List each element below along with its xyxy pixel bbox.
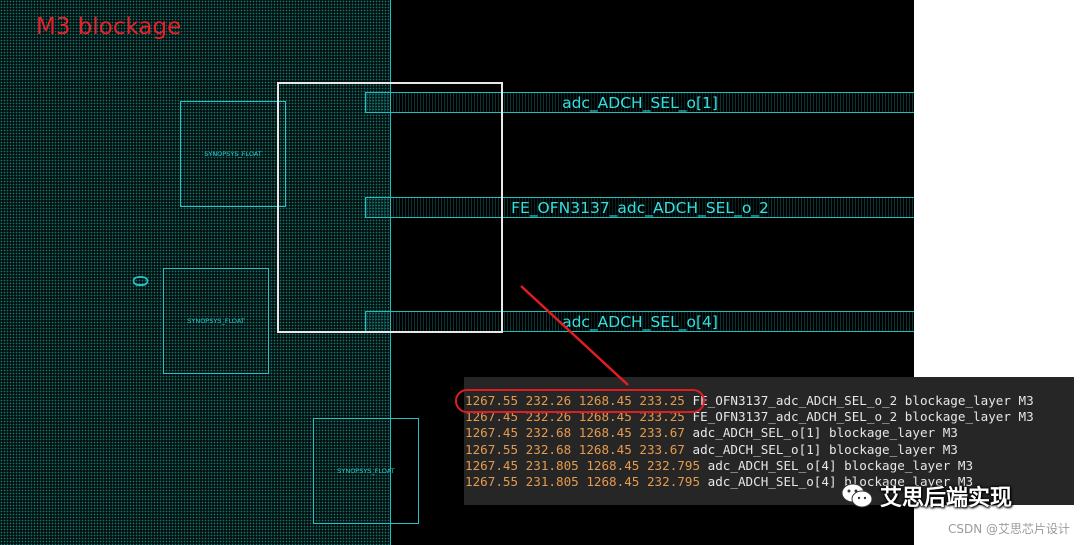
- float-cell-3[interactable]: SYNOPSYS_FLOAT: [313, 418, 419, 524]
- watermark-text: 艾思后端实现: [880, 486, 1013, 511]
- console-line: 1267.45 231.805 1268.45 232.795 adc_ADCH…: [465, 457, 974, 473]
- rotated-pin-label: 0: [128, 274, 152, 288]
- net-label: adc_ADCH_SEL_o[4]: [560, 312, 720, 331]
- cell-label: SYNOPSYS_FLOAT: [337, 467, 395, 475]
- float-cell-2[interactable]: SYNOPSYS_FLOAT: [163, 268, 269, 374]
- net-label: adc_ADCH_SEL_o[1]: [560, 93, 720, 112]
- net-label: FE_OFN3137_adc_ADCH_SEL_o_2: [509, 198, 771, 217]
- wechat-icon: [840, 481, 874, 511]
- console-line: 1267.45 232.26 1268.45 233.25 FE_OFN3137…: [465, 409, 1034, 425]
- core-boundary-line: [390, 0, 391, 545]
- layer-title: M3 blockage: [36, 14, 182, 40]
- watermark: 艾思后端实现: [840, 478, 1012, 514]
- console-line: 1267.55 232.68 1268.45 233.67 adc_ADCH_S…: [465, 441, 958, 457]
- cell-label: SYNOPSYS_FLOAT: [204, 150, 262, 158]
- highlight-ellipse: [455, 389, 705, 413]
- source-credit: CSDN @艾思芯片设计: [947, 522, 1070, 536]
- placement-dot-grid: [0, 0, 391, 545]
- selection-rectangle: [277, 82, 503, 333]
- cell-label: SYNOPSYS_FLOAT: [187, 317, 245, 325]
- console-line: 1267.55 232.26 1268.45 233.25 FE_OFN3137…: [465, 393, 1034, 408]
- console-line: 1267.45 232.68 1268.45 233.67 adc_ADCH_S…: [465, 425, 958, 441]
- console-line: 1267.55 231.805 1268.45 232.795 adc_ADCH…: [465, 473, 974, 489]
- terminal-output: 1267.55 232.26 1268.45 233.25 FE_OFN3137…: [464, 377, 1074, 505]
- float-cell-1[interactable]: SYNOPSYS_FLOAT: [180, 101, 286, 207]
- layout-viewer-canvas[interactable]: M3 blockage SYNOPSYS_FLOAT SYNOPSYS_FLOA…: [0, 0, 914, 545]
